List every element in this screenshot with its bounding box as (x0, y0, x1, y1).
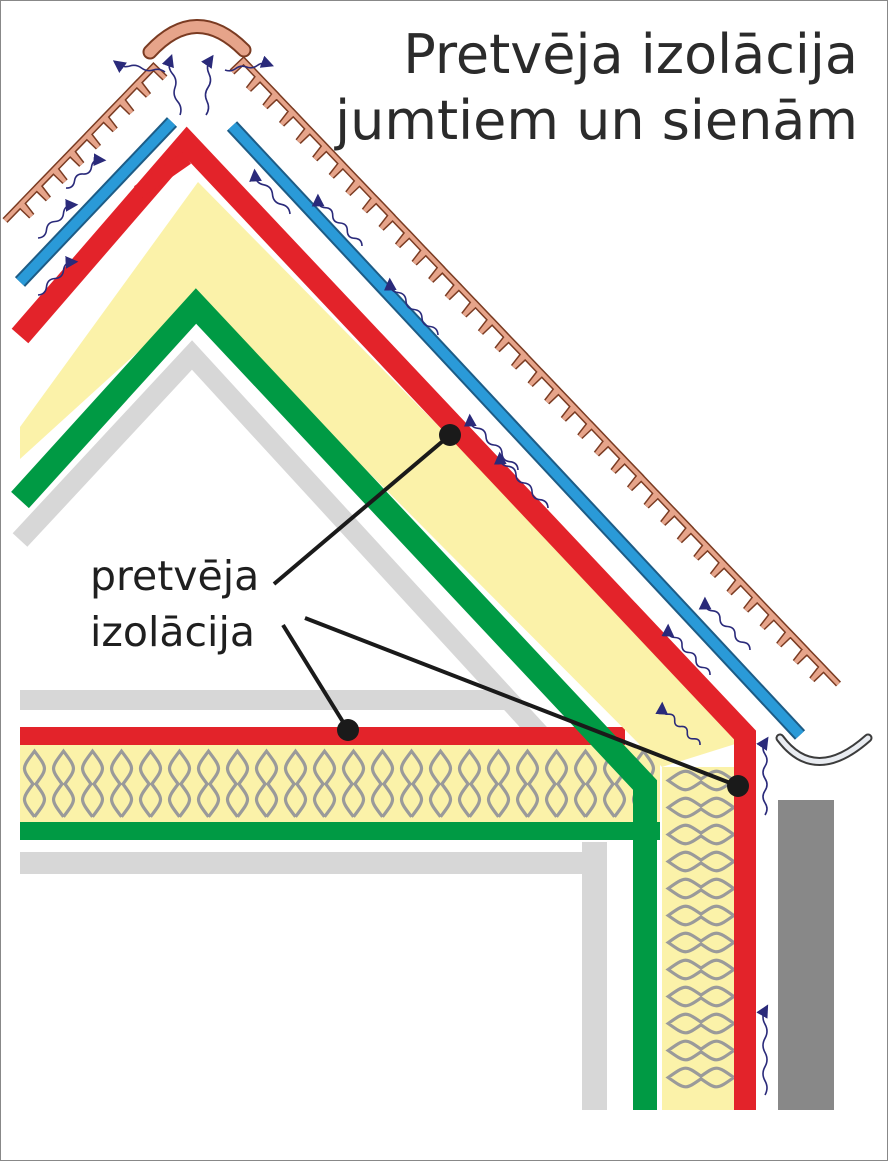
air-flow-arrow-icon (249, 168, 291, 215)
air-flow-arrow-icon (37, 256, 79, 296)
ceiling-interior-board-upper (20, 690, 510, 710)
roof-membrane-right (228, 122, 804, 739)
air-flow-arrow-icon (311, 193, 363, 247)
insulation-wave-pattern (665, 769, 735, 1089)
title-line-1: Pretvēja izolācija (403, 23, 858, 86)
air-flow-arrow-icon (383, 277, 439, 336)
insulation-wave-pattern (22, 748, 656, 818)
air-flow-arrow-icon (37, 199, 79, 239)
callout-label-line-2: izolācija (90, 608, 255, 656)
air-flow-arrow-icon (655, 701, 701, 746)
air-flow-arrow-icon (463, 413, 519, 471)
leader-line-ceiling (281, 623, 350, 732)
roof-membrane-left (16, 118, 176, 286)
wind-barrier-ridge-overlap (134, 152, 191, 198)
wall-interior-board (582, 842, 607, 1110)
callout-dot-icon (439, 424, 461, 446)
leader-line-wall (304, 616, 739, 788)
ceiling-vapor-barrier (20, 822, 660, 840)
roof-tiles (2, 56, 842, 687)
air-flow-arrow-icon (224, 55, 274, 72)
air-flow-arrow-icon (698, 596, 751, 651)
air-flow-arrow-icon (756, 1004, 769, 1096)
ceiling-interior-board-lower (20, 852, 605, 874)
air-flow-arrow-icon (661, 623, 711, 676)
air-flow-arrow-icon (493, 451, 549, 509)
vapor-barrier (11, 288, 657, 1110)
callout-leaders (272, 424, 749, 797)
air-flow-arrow-icon (65, 153, 107, 189)
gutter-icon (777, 735, 871, 764)
ceiling-wind-barrier (20, 727, 625, 745)
air-flow-arrow-icon (201, 54, 214, 116)
wall-insulation (662, 767, 740, 1110)
air-flow-arrow-icon (112, 60, 166, 73)
title-line-2: jumtiem un sienām (335, 89, 858, 152)
wall-cladding (778, 800, 834, 1110)
air-flow-arrow-icon (756, 736, 769, 816)
air-flow-arrow-icon (161, 53, 182, 116)
callout-dot-icon (337, 719, 359, 741)
air-flow-arrows (37, 53, 769, 1096)
callout-dot-icon (727, 775, 749, 797)
leader-line-roof (272, 433, 452, 586)
roof-interior-board (12, 340, 556, 750)
wind-barrier (11, 126, 756, 1110)
callout-label-line-1: pretvēja (90, 552, 260, 600)
ceiling-insulation (20, 745, 660, 823)
